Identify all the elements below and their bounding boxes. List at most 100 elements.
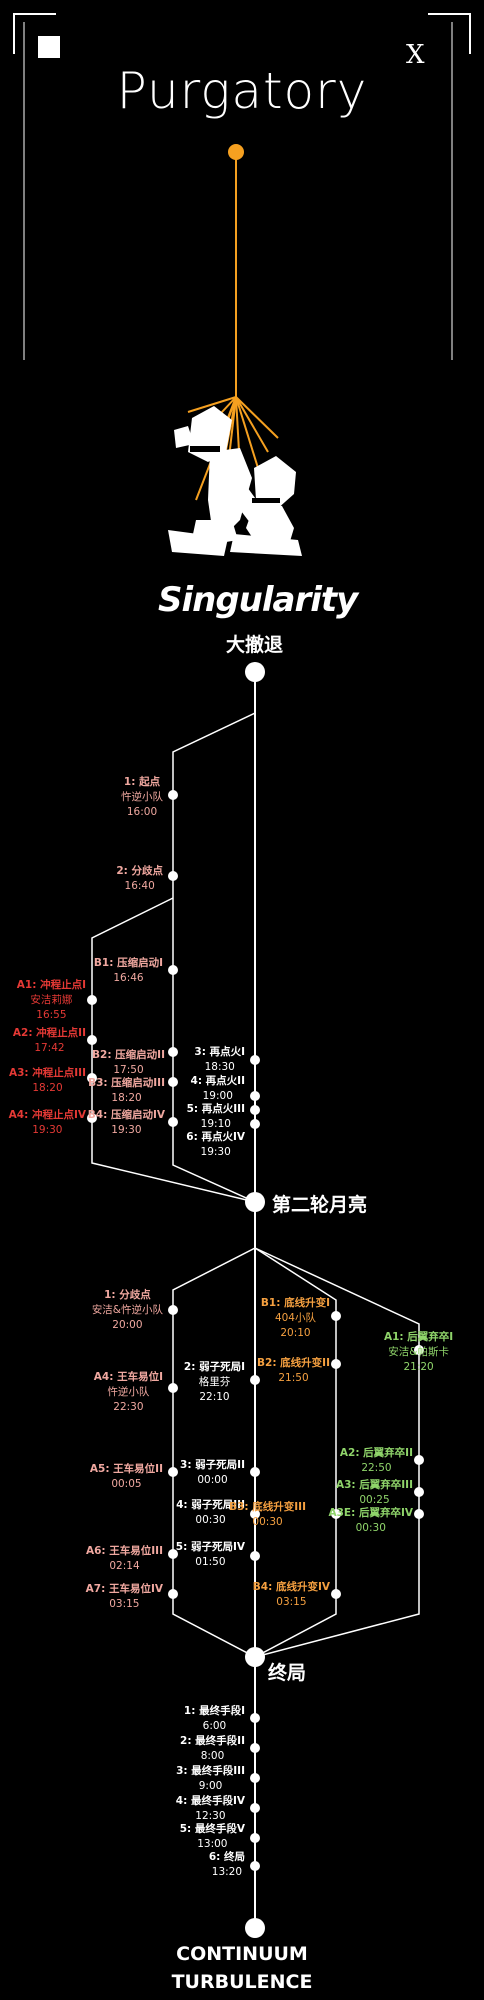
- node-dot-m5[interactable]: [250, 1551, 260, 1561]
- section-node-second-moon[interactable]: [245, 1192, 265, 1212]
- node-dot-ob1[interactable]: [331, 1311, 341, 1321]
- section-title-endgame: 终局: [268, 1662, 307, 1684]
- node-dot-b3[interactable]: [168, 1077, 178, 1087]
- section-title-retreat: 大撤退: [226, 634, 284, 656]
- node-dot-b2[interactable]: [168, 1047, 178, 1057]
- node-dot-n1[interactable]: [168, 790, 178, 800]
- node-dot-a2[interactable]: [87, 1035, 97, 1045]
- node-dot-r4[interactable]: [250, 1091, 260, 1101]
- section-node-ending[interactable]: [245, 1918, 265, 1938]
- node-dot-m1[interactable]: [168, 1305, 178, 1315]
- node-subtitle: 13:00: [197, 1838, 228, 1850]
- node-dot-ga3[interactable]: [414, 1487, 424, 1497]
- node-dot-r5[interactable]: [250, 1105, 260, 1115]
- node-subtitle: 20:10: [280, 1327, 311, 1339]
- node-subtitle: 00:30: [195, 1514, 226, 1526]
- node-dot-f3[interactable]: [250, 1773, 260, 1783]
- node-dot-b1[interactable]: [168, 965, 178, 975]
- node-subtitle: 00:25: [359, 1494, 390, 1506]
- node-label-ob2[interactable]: B2: 底线升变II 21:50: [257, 1356, 330, 1386]
- node-dot-n2[interactable]: [168, 871, 178, 881]
- node-dot-f2[interactable]: [250, 1743, 260, 1753]
- section-node-retreat[interactable]: [245, 662, 265, 682]
- section-node-endgame[interactable]: [245, 1647, 265, 1667]
- node-dot-m3[interactable]: [250, 1467, 260, 1477]
- section1-branches: [91, 712, 256, 1203]
- node-subtitle: 21:50: [278, 1372, 309, 1384]
- node-dot-a4[interactable]: [87, 1113, 97, 1123]
- node-dot-m2[interactable]: [250, 1375, 260, 1385]
- node-subtitle: 16:46: [113, 972, 144, 984]
- node-dot-r6[interactable]: [250, 1119, 260, 1129]
- node-subtitle: 22:50: [361, 1462, 392, 1474]
- node-title: B4: 底线升变IV: [252, 1581, 330, 1593]
- node-dot-ma7[interactable]: [168, 1589, 178, 1599]
- node-dot-ma4[interactable]: [168, 1383, 178, 1393]
- node-subtitle: 12:30: [195, 1810, 226, 1822]
- node-subtitle: 8:00: [200, 1750, 225, 1762]
- node-dot-ma5[interactable]: [168, 1467, 178, 1477]
- node-dot-f1[interactable]: [250, 1713, 260, 1723]
- node-dot-b4[interactable]: [168, 1117, 178, 1127]
- node-subtitle: 16:55: [36, 1009, 67, 1021]
- node-dot-ob4[interactable]: [331, 1589, 341, 1599]
- node-title: A2: 冲程止点II: [12, 1027, 86, 1039]
- node-title: A4: 冲程止点IV: [8, 1109, 86, 1121]
- node-subtitle: 19:30: [32, 1124, 63, 1136]
- node-dot-f5[interactable]: [250, 1833, 260, 1843]
- node-dot-a3[interactable]: [87, 1073, 97, 1083]
- node-label-a4[interactable]: A4: 冲程止点IV 19:30: [9, 1108, 86, 1138]
- node-dot-ga2[interactable]: [414, 1455, 424, 1465]
- node-title: B2: 底线升变II: [257, 1357, 330, 1369]
- node-dot-f6[interactable]: [250, 1861, 260, 1871]
- node-dot-r3[interactable]: [250, 1055, 260, 1065]
- node-dot-ma6[interactable]: [168, 1549, 178, 1559]
- node-dot-ga3e[interactable]: [414, 1509, 424, 1519]
- node-dot-ga1[interactable]: [414, 1345, 424, 1355]
- node-dot-m4[interactable]: [250, 1509, 260, 1519]
- node-subtitle: 13:20: [211, 1866, 243, 1878]
- node-dot-ob2[interactable]: [331, 1359, 341, 1369]
- node-dot-ob3[interactable]: [331, 1509, 341, 1519]
- node-dot-f4[interactable]: [250, 1803, 260, 1813]
- node-dot-a1[interactable]: [87, 995, 97, 1005]
- close-button[interactable]: X: [406, 40, 425, 70]
- timeline-dots: [87, 662, 424, 1938]
